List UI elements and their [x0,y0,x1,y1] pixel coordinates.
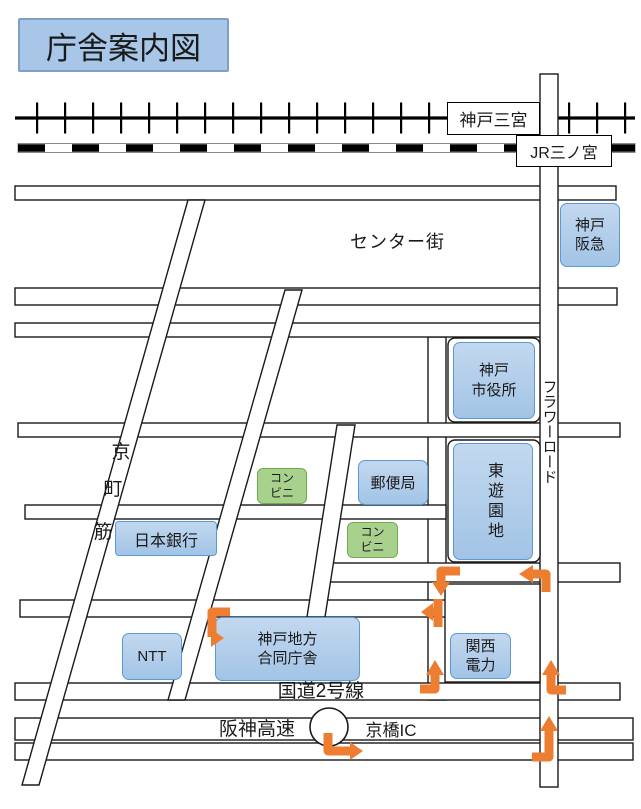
arrowhead-west2-icon [421,603,433,621]
road-network [14,73,634,788]
route-arrow-entrance [207,607,230,637]
street-label-hanshin-expwy: 阪神高速 [218,718,295,740]
street-label-route2: 国道2号線 [277,680,365,702]
building-bank-of-japan: 日本銀行 [115,521,217,556]
road-fourth-street [17,422,621,438]
route-arrow-flower-mid [546,674,566,695]
road-top-street [14,185,617,201]
route-arrow-side-from-route2 [420,674,440,694]
arrowhead-east-icon [350,742,363,760]
building-city-hall: 神戸 市役所 [453,342,535,419]
route-arrow-ic-exit [323,733,351,756]
road-diagonal-middle [167,289,303,701]
building-kobe-hankyu: 神戸 阪急 [560,203,620,267]
route-arrow-turn-west [532,569,551,592]
arrowhead-north1-icon [540,716,558,731]
building-kobe-godo-chosha: 神戸地方 合同庁舎 [215,617,360,681]
street-label-kyobashi-ic: 京橋IC [365,720,417,740]
street-label-flower-road: フラワーロード [540,378,558,484]
street-label-kyomachi-char3: 筋 [93,521,113,543]
map-title: 庁舎案内図 [18,18,229,72]
building-conbini-south: コン ビニ [347,522,398,558]
building-higashi-yuenchi-park: 東遊園地 [453,443,533,560]
railway-jr-line [17,143,636,153]
arrowhead-south1-icon [432,582,450,596]
route-arrow-turn-south [436,566,460,583]
arrowhead-north3-icon [426,660,444,675]
route-arrowheads [211,565,560,760]
street-label-center-gai: センター街 [350,232,445,252]
route-arrow-flower-south [532,730,554,762]
road-kyomachi-suji [21,199,206,786]
road-route2 [14,682,621,701]
building-higashi-yuenchi-label: 東遊園地 [485,461,502,542]
building-ntt: NTT [122,633,182,680]
arrowhead-west1-icon [519,565,533,583]
arrowhead-north2-icon [542,660,560,675]
station-label-jr-sannomiya: JR三ノ宮 [516,135,612,167]
road-flower-road [539,73,559,788]
building-post-office: 郵便局 [358,460,428,505]
station-label-kobe-sannomiya: 神戸三宮 [447,102,540,135]
street-label-kyomachi-char1: 京 [111,441,131,463]
street-label-kyomachi-char2: 町 [103,478,123,500]
building-kansai-electric: 関西 電力 [450,633,511,679]
arrowhead-entrance-icon [211,629,224,647]
building-conbini-north: コン ビニ [257,468,307,504]
